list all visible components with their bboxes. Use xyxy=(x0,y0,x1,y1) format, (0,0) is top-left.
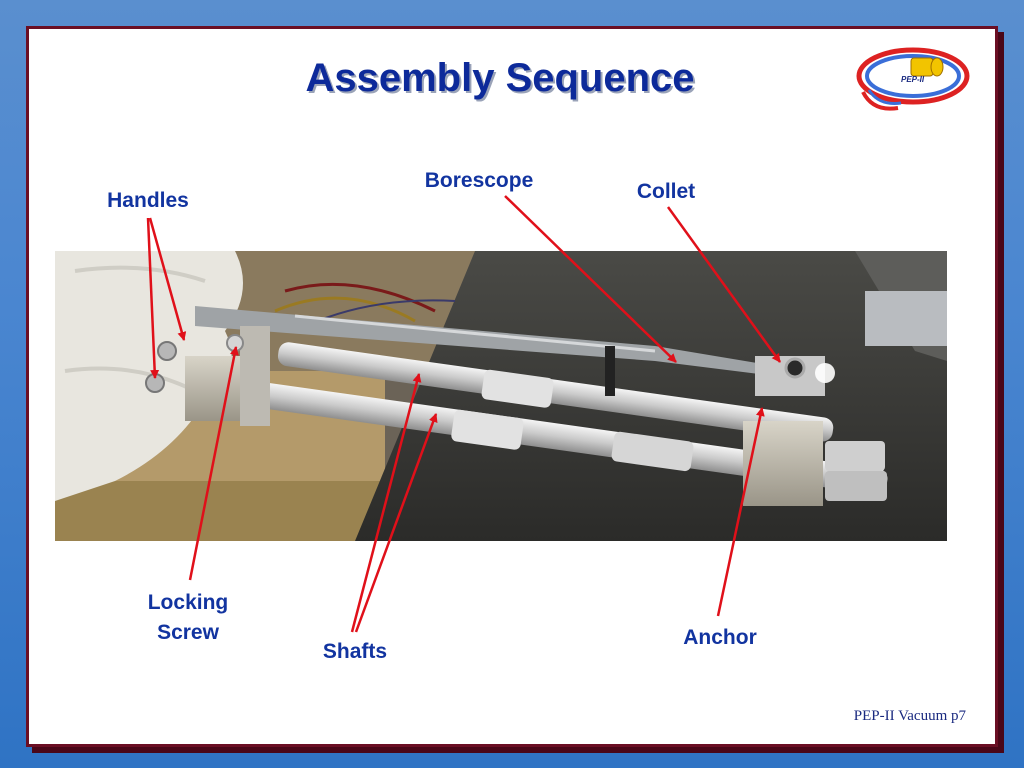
slide-footer: PEP-II Vacuum p7 xyxy=(853,708,966,724)
label-locking-screw: Locking Screw xyxy=(128,588,248,648)
assembly-photo-drawing xyxy=(55,251,947,541)
label-shafts: Shafts xyxy=(322,640,388,663)
label-handles: Handles xyxy=(107,189,189,212)
label-collet: Collet xyxy=(636,180,696,203)
pep-ii-logo: PEP-II xyxy=(856,47,970,111)
label-anchor: Anchor xyxy=(683,626,757,649)
logo-text: PEP-II xyxy=(901,75,925,84)
label-locking-screw-line2: Screw xyxy=(157,621,219,644)
assembly-photo xyxy=(55,251,947,541)
label-locking-screw-line1: Locking xyxy=(147,591,229,614)
slide-title: Assembly Sequence xyxy=(305,56,695,100)
label-borescope: Borescope xyxy=(424,169,534,192)
